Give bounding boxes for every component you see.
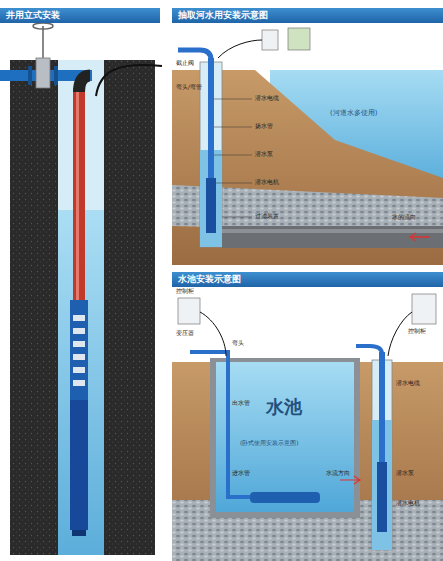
pipe-shine bbox=[222, 229, 443, 233]
riser-pipe bbox=[379, 352, 385, 462]
intake-pipe bbox=[222, 226, 443, 248]
part-label: 变压器 bbox=[176, 330, 194, 336]
flange bbox=[28, 66, 32, 85]
elbow bbox=[79, 76, 90, 93]
part-label: 潜水电缆 bbox=[255, 95, 279, 101]
outlet-pipe bbox=[178, 50, 211, 60]
header-text: 水池安装示意图 bbox=[178, 274, 241, 284]
section-header: 井用立式安装 bbox=[0, 8, 160, 23]
part-label: 过滤装置 bbox=[255, 213, 279, 219]
header-text: 抽取河水用安装示意图 bbox=[178, 10, 268, 20]
rock-ground bbox=[10, 60, 155, 555]
pump-ports bbox=[73, 315, 85, 386]
part-label: (河道水多使用) bbox=[330, 110, 377, 117]
handwheel bbox=[33, 23, 53, 29]
gate-valve bbox=[36, 58, 50, 88]
part-label: 截止阀 bbox=[176, 60, 194, 66]
part-label: 水流方向 bbox=[326, 470, 350, 476]
pump-body bbox=[70, 300, 88, 400]
outlet-pipe bbox=[190, 352, 250, 497]
river-installation bbox=[172, 23, 443, 265]
part-label: 潜水电机 bbox=[396, 500, 420, 506]
part-label: 进水管 bbox=[232, 470, 250, 476]
valve-stem bbox=[42, 26, 44, 58]
horizontal-pump bbox=[250, 492, 320, 503]
motor-base bbox=[72, 530, 86, 536]
flow-arrow bbox=[340, 476, 360, 484]
section-header: 抽取河水用安装示意图 bbox=[172, 8, 443, 23]
part-label: 潜水泵 bbox=[396, 470, 414, 476]
power-cable bbox=[200, 312, 226, 356]
riser-pipe bbox=[208, 58, 214, 178]
part-label: 潜水电缆 bbox=[396, 380, 420, 386]
part-label: 弯头/弯管 bbox=[176, 84, 202, 90]
well-installation bbox=[0, 23, 162, 555]
flange bbox=[54, 66, 58, 85]
power-cable bbox=[218, 40, 262, 58]
part-label: 水池 bbox=[266, 398, 302, 416]
part-label: 出水管 bbox=[232, 400, 250, 406]
power-cable bbox=[388, 312, 412, 356]
transformer bbox=[288, 28, 310, 50]
pump bbox=[206, 178, 216, 233]
pool-wall bbox=[210, 358, 360, 518]
power-cable bbox=[96, 65, 162, 96]
pool-installation bbox=[172, 287, 443, 561]
header-text: 井用立式安装 bbox=[6, 10, 60, 20]
control-cabinet bbox=[178, 298, 200, 324]
part-label: 扬水管 bbox=[255, 123, 273, 129]
part-label: 控制柜 bbox=[408, 328, 426, 334]
leader-lines bbox=[214, 99, 252, 217]
flow-arrow bbox=[410, 233, 430, 241]
well-bore bbox=[58, 60, 104, 555]
pipe-shine bbox=[76, 88, 79, 303]
part-label: 控制柜 bbox=[176, 288, 194, 294]
control-cabinet bbox=[412, 294, 436, 324]
riser-pipe bbox=[73, 88, 85, 303]
pool-water bbox=[216, 362, 354, 512]
part-label: (卧式使用安装示意图) bbox=[240, 440, 299, 446]
section-header: 水池安装示意图 bbox=[172, 272, 443, 287]
control-cabinet bbox=[262, 30, 278, 50]
pump-motor bbox=[70, 400, 88, 530]
outlet-pipe bbox=[356, 346, 382, 354]
part-label: 弯头 bbox=[232, 340, 244, 346]
pump bbox=[377, 462, 387, 532]
part-label: 潜水电机 bbox=[255, 179, 279, 185]
part-label: 潜水泵 bbox=[255, 151, 273, 157]
part-label: 水的流向 bbox=[392, 214, 416, 220]
